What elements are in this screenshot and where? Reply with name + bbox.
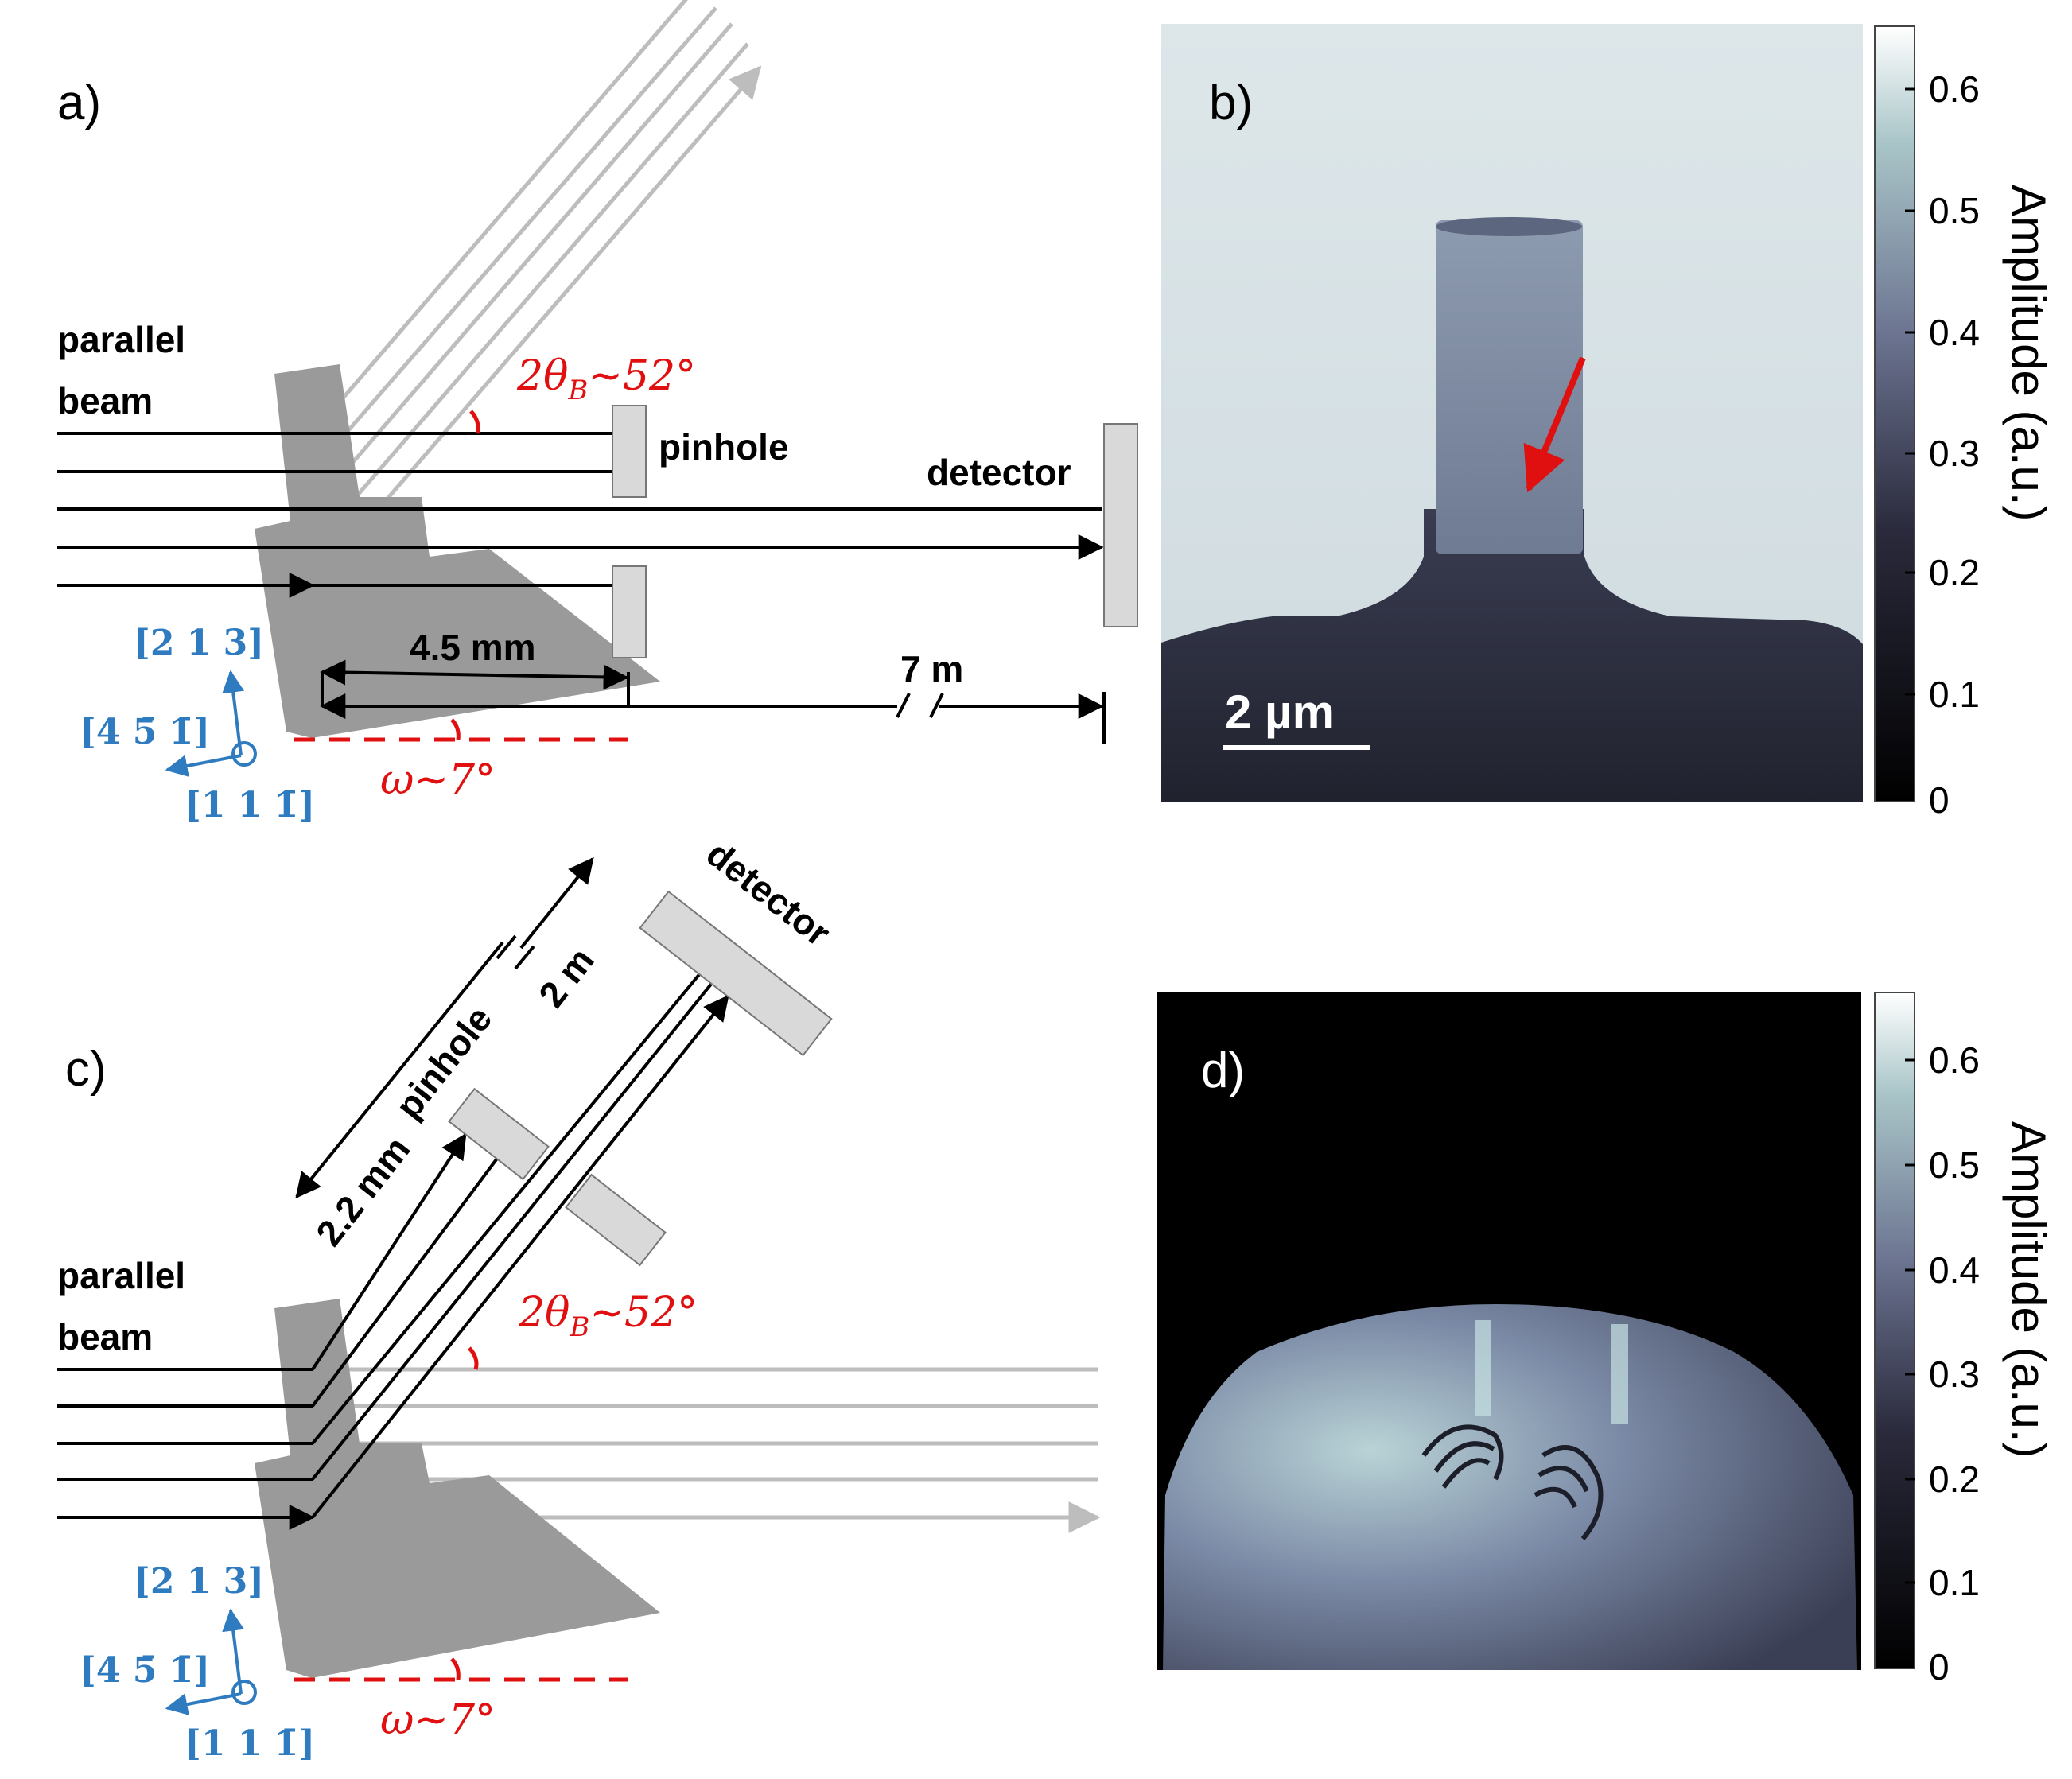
colorbar-b-tick-5: 0.1 (1929, 674, 1980, 715)
dir-label-a-1: [2 1 3] (134, 623, 264, 663)
axis-out-c (231, 1680, 257, 1705)
dist-arrow-c-upper (519, 856, 594, 950)
colorbar-b-tick-4: 0.2 (1929, 552, 1980, 593)
colorbar-b (1874, 25, 1915, 802)
diffracted-beams-c (311, 953, 729, 1519)
colorbar-b-title: Amplitude (a.u.) (2002, 185, 2055, 522)
image-d-fringes (1421, 1424, 1604, 1540)
omega-label-c: ω~7° (380, 1696, 496, 1744)
dist-break-c-1 (496, 934, 517, 960)
colorbar-d-tick-3: 0.3 (1929, 1354, 1980, 1395)
omega-arc-c (450, 1657, 461, 1680)
dist-break-a-1 (896, 693, 911, 718)
pinhole-lower-c (565, 1173, 667, 1267)
axis-up-a (222, 670, 245, 756)
beam-label-c-2: beam (57, 1316, 153, 1358)
dist-large-label-c: 2 m (531, 940, 602, 1015)
axis-left-c (165, 1692, 242, 1715)
incident-beams-a (57, 432, 1104, 598)
red-arrow-b (1523, 356, 1586, 493)
beam-label-c-1: parallel (57, 1255, 185, 1296)
axis-left-a (165, 754, 242, 777)
panel-b-label: b) (1209, 76, 1253, 130)
dist-arrow-c-lower (295, 941, 504, 1199)
colorbar-b-ticks (1905, 87, 1915, 696)
dir-label-a-3: [1 1 1̄] (185, 785, 315, 825)
colorbar-b-tick-2: 0.4 (1929, 312, 1980, 353)
dir-label-a-2: [4 5̄ 1̄] (80, 712, 210, 752)
panel-b: 2 µm b) 0.6 0.5 0.4 0.3 0.2 0.1 0 Amplit… (1161, 24, 2055, 821)
dist-break-c-2 (514, 945, 535, 970)
dist-small-arrow-a (320, 659, 629, 690)
image-b-pillar (1436, 220, 1583, 554)
colorbar-d-tick-2: 0.4 (1929, 1249, 1980, 1291)
dist-small-label-a: 4.5 mm (410, 627, 536, 668)
omega-arc-a (450, 718, 461, 740)
panel-a-label: a) (57, 76, 101, 130)
panel-d-label: d) (1201, 1043, 1245, 1098)
dir-label-c-2: [4 5̄ 1̄] (80, 1650, 210, 1691)
two-theta-label-c: 2θB~52° (518, 1289, 698, 1343)
two-theta-label-a: 2θB~52° (516, 352, 696, 406)
colorbar-b-tick-3: 0.3 (1929, 433, 1980, 474)
panel-d: d) 0.6 0.5 0.4 0.3 0.2 0.1 0 Amplitude (… (1157, 992, 2055, 1688)
dir-label-c-1: [2 1 3] (134, 1561, 264, 1602)
transmitted-beams-c (313, 1367, 1101, 1533)
image-b-pillar-top (1436, 217, 1582, 236)
image-b-base (1161, 509, 1863, 802)
two-theta-arc-c (468, 1346, 479, 1370)
colorbar-d-tick-6: 0 (1929, 1646, 1950, 1688)
colorbar-b-tick-0: 0.6 (1929, 68, 1980, 110)
colorbar-d (1874, 992, 1915, 1669)
colorbar-d-tick-0: 0.6 (1929, 1039, 1980, 1081)
image-d-streak-right (1611, 1324, 1628, 1424)
colorbar-d-tick-4: 0.2 (1929, 1459, 1980, 1500)
pinhole-lower-a (612, 565, 647, 658)
pinhole-upper-a (612, 405, 647, 498)
pinhole-upper-c (448, 1087, 550, 1181)
panel-c-label: c) (65, 1042, 107, 1097)
sample-a (255, 364, 660, 738)
sample-c (255, 1299, 660, 1678)
detector-label-a: detector (927, 452, 1071, 493)
panel-a: a) parallel beam pinhole detector (57, 0, 1138, 825)
axis-out-a (231, 741, 257, 767)
colorbar-d-tick-1: 0.5 (1929, 1144, 1980, 1186)
axis-up-c (222, 1608, 245, 1695)
scale-bar-label-b: 2 µm (1225, 686, 1335, 739)
detector-c (639, 890, 833, 1057)
image-d-dome (1163, 1304, 1857, 1670)
detector-a (1103, 423, 1138, 627)
pinhole-label-a: pinhole (659, 426, 789, 468)
incident-beams-c (57, 1368, 315, 1530)
two-theta-arc-a (469, 410, 480, 434)
dir-label-c-3: [1 1 1̄] (185, 1723, 315, 1764)
dist-large-label-a: 7 m (900, 648, 963, 689)
panel-c: c) pa (57, 833, 1101, 1764)
colorbar-b-tick-1: 0.5 (1929, 190, 1980, 231)
colorbar-b-tick-6: 0 (1929, 779, 1950, 821)
image-d-streak-left (1475, 1320, 1491, 1416)
colorbar-d-ticks (1905, 1058, 1915, 1584)
omega-label-a: ω~7° (380, 756, 496, 804)
dist-break-a-2 (929, 693, 944, 718)
colorbar-d-tick-5: 0.1 (1929, 1562, 1980, 1603)
beam-label-a-2: beam (57, 380, 153, 421)
beam-label-a-1: parallel (57, 319, 185, 360)
colorbar-d-title: Amplitude (a.u.) (2002, 1121, 2055, 1459)
